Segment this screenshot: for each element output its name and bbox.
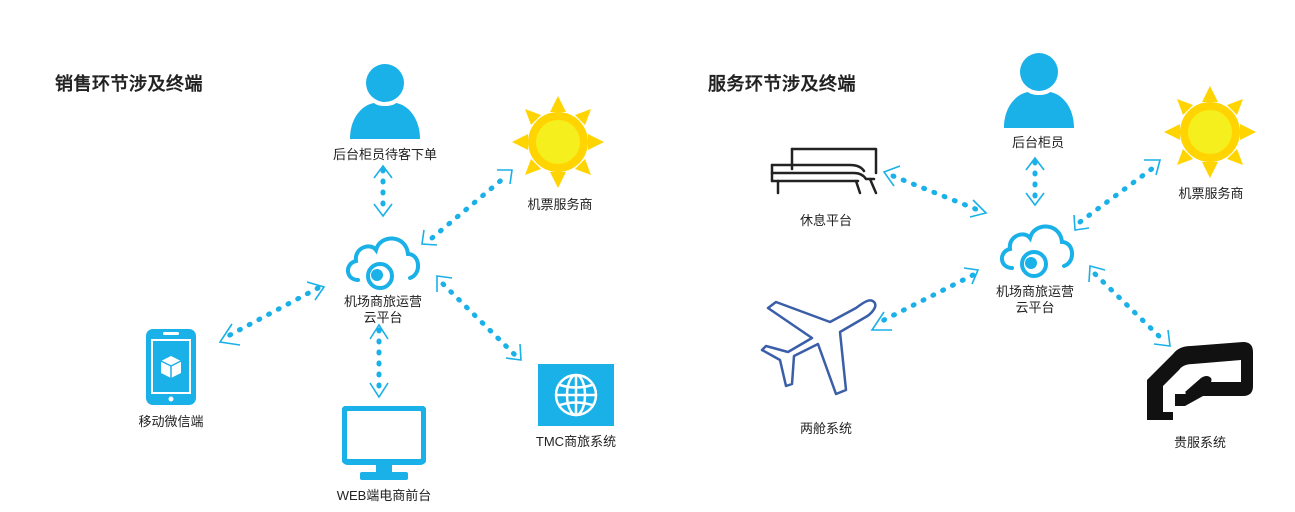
arrowhead-tmc-a bbox=[436, 275, 453, 292]
arrowhead-tmc-b bbox=[505, 343, 522, 361]
arrowhead-staff-bottom bbox=[1025, 192, 1045, 207]
arrowhead-vip-b bbox=[1153, 329, 1171, 347]
node-label-lounge: 休息平台 bbox=[799, 213, 853, 228]
arrowhead-web-b bbox=[369, 382, 389, 399]
node-label-tmc: TMC商旅系统 bbox=[535, 434, 617, 449]
cloud-platform-icon bbox=[1000, 224, 1074, 278]
arrowhead-cabin-a bbox=[963, 267, 980, 285]
mobile-phone-icon bbox=[146, 329, 196, 405]
connector-tmc bbox=[440, 281, 518, 358]
arrowhead-airline-b bbox=[1144, 159, 1162, 176]
node-label-vip: 贵服系统 bbox=[1173, 435, 1227, 450]
arrowhead-mobile-a bbox=[306, 281, 326, 301]
arrowhead-airline-a bbox=[421, 229, 438, 246]
center-label-line1: 机场商旅运营 bbox=[995, 284, 1075, 299]
arrowhead-web-a bbox=[369, 323, 389, 340]
arrowhead-staff-top bbox=[1025, 156, 1045, 171]
node-label-cabin: 两舱系统 bbox=[799, 421, 853, 436]
connector-cabin bbox=[877, 272, 976, 325]
sales-section-title: 销售环节涉及终端 bbox=[55, 74, 203, 94]
connector-lounge bbox=[890, 173, 981, 213]
node-label-staff: 后台柜员待客下单 bbox=[332, 147, 438, 162]
lounge-bench-icon bbox=[770, 147, 878, 195]
center-label-line2: 云平台 bbox=[363, 310, 403, 325]
sales-panel: 销售环节涉及终端 bbox=[55, 64, 617, 503]
arrowhead-staff-top bbox=[373, 164, 393, 179]
connector-mobile bbox=[225, 285, 321, 339]
connector-airline bbox=[1077, 165, 1156, 225]
monitor-icon bbox=[342, 406, 426, 480]
staff-person-icon bbox=[1004, 53, 1074, 128]
node-label-staff: 后台柜员 bbox=[1011, 135, 1065, 150]
cloud-platform-icon bbox=[346, 236, 420, 290]
arrowhead-mobile-b bbox=[218, 323, 241, 346]
connector-airline bbox=[429, 174, 508, 241]
airplane-icon bbox=[760, 299, 877, 396]
center-label-line1: 机场商旅运营 bbox=[343, 294, 423, 309]
globe-icon bbox=[538, 364, 614, 426]
sales-connectors bbox=[218, 164, 522, 399]
sun-icon bbox=[512, 96, 604, 188]
service-connectors bbox=[870, 156, 1171, 347]
center-label-line2: 云平台 bbox=[1015, 300, 1055, 315]
node-label-airline: 机票服务商 bbox=[1178, 186, 1244, 201]
sun-icon bbox=[1164, 86, 1256, 178]
service-panel: 服务环节涉及终端 后台柜员 bbox=[648, 0, 1295, 512]
node-label-airline: 机票服务商 bbox=[527, 197, 593, 212]
arrowhead-airline-a bbox=[1073, 214, 1090, 231]
arrowhead-lounge-b bbox=[969, 199, 988, 218]
arrowhead-vip-a bbox=[1088, 264, 1106, 283]
node-label-mobile: 移动微信端 bbox=[138, 414, 204, 429]
service-section-title: 服务环节涉及终端 bbox=[708, 74, 856, 94]
arrowhead-cabin-b bbox=[870, 311, 892, 331]
staff-person-icon bbox=[350, 64, 420, 139]
arrowhead-staff-bottom bbox=[373, 203, 393, 218]
connector-vip bbox=[1092, 271, 1166, 343]
arrowhead-airline-b bbox=[497, 169, 513, 185]
node-label-web: WEB端电商前台 bbox=[336, 488, 432, 503]
arrowhead-lounge-a bbox=[882, 165, 901, 187]
vip-card-icon bbox=[1147, 342, 1253, 420]
